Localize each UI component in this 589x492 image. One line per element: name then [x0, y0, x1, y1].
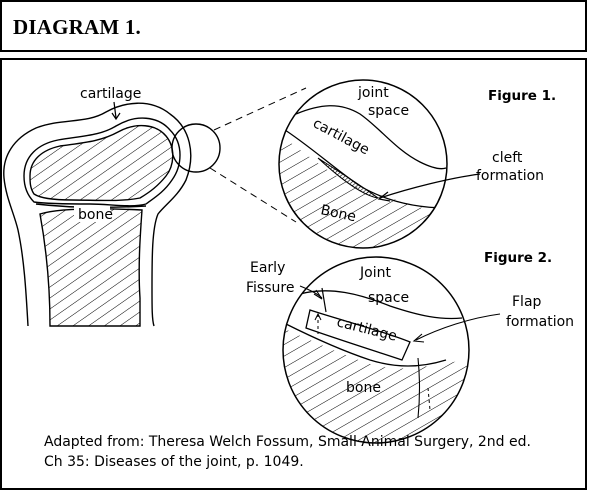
figure1-title: Figure 1. [488, 88, 556, 104]
figure2-space-label: space [368, 290, 409, 306]
caption-line-1: Adapted from: Theresa Welch Fossum, Smal… [44, 434, 531, 450]
figure2-bone-label: bone [346, 380, 381, 396]
figure1-cleft-label: cleft [492, 150, 523, 166]
connector-upper [214, 88, 306, 130]
figure1-space-label: space [368, 103, 409, 119]
figure1-joint-label: joint [357, 85, 389, 101]
figure2-fissure-mark [322, 288, 326, 312]
cartilage-label: cartilage [80, 86, 141, 102]
diagram-title: DIAGRAM 1. [13, 15, 141, 40]
figure2-fissure-label: Fissure [246, 280, 294, 296]
shaft-region [40, 209, 142, 326]
figure2-group: Joint space cartilage bone Figure 2. Ear… [246, 250, 574, 458]
header-box: DIAGRAM 1. [0, 0, 587, 52]
figure1-cleft-arrow [380, 174, 480, 198]
figure2-early-label: Early [250, 260, 285, 276]
diagram-illustration: cartilage bone joint space cartilage Bon… [0, 58, 587, 490]
epiphysis-region [30, 126, 173, 201]
figure2-formation-label: formation [506, 314, 574, 330]
figure2-title: Figure 2. [484, 250, 552, 266]
caption-line-2: Ch 35: Diseases of the joint, p. 1049. [44, 454, 304, 470]
figure1-cartilage-label: cartilage [310, 115, 372, 158]
figure2-joint-label: Joint [359, 265, 391, 281]
bone-label: bone [78, 207, 113, 223]
figure1-formation-label: formation [476, 168, 544, 184]
figure2-flap-label: Flap [512, 294, 542, 310]
figure1-group: joint space cartilage Bone Figure 1. cle… [270, 80, 556, 278]
